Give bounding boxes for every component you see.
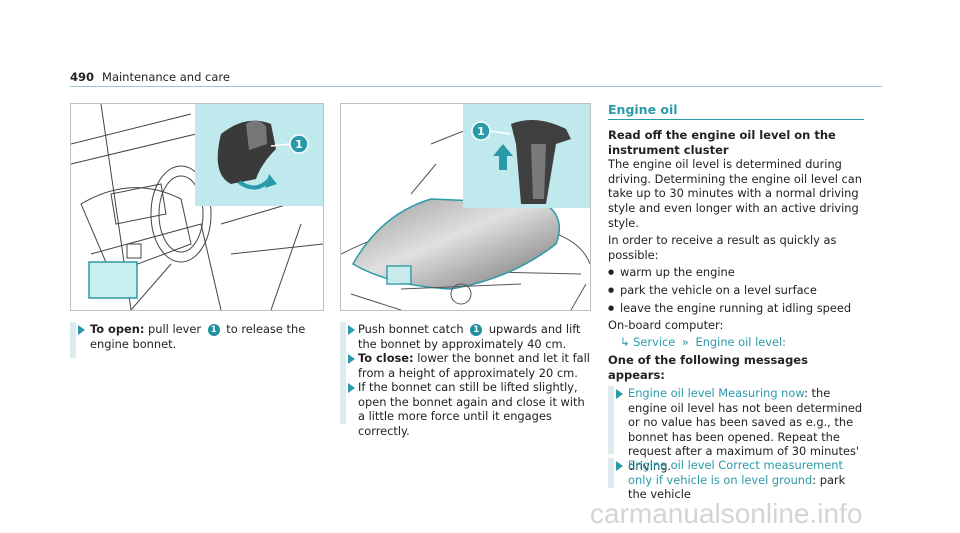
step-arrow-icon [348,383,355,393]
engine-oil-body: Read off the engine oil level on the ins… [608,128,866,383]
bullet-list: warm up the engine park the vehicle on a… [608,265,866,315]
menu-path: ↳ Service » Engine oil level: [608,335,866,350]
step-arrow-icon [348,354,355,364]
message-text: : park the vehicle [628,472,846,502]
bullet-item: warm up the engine [608,265,866,280]
page-header: 490 Maintenance and care [70,70,230,84]
message-link: Engine oil level Measuring now [628,386,805,400]
menu-path-level: Engine oil level: [695,334,787,349]
figure-bonnet-catch: 1 [340,103,591,311]
close-text: lower the bonnet and let it fall from a … [358,351,590,380]
car-front-illustration: 1 [341,104,590,310]
bullet-item: leave the engine running at idling speed [608,301,866,316]
onboard-label: On-board computer: [608,318,724,333]
section-title: Engine oil [608,102,678,117]
messages-heading: One of the following messages appears: [608,353,808,382]
push-text-a: Push bonnet catch [358,322,468,336]
page-section-title: Maintenance and care [102,70,230,84]
message-measuring-now: Engine oil level Measuring now: the engi… [628,386,866,474]
open-text-a: pull lever [144,322,205,336]
callout-badge: 1 [470,324,483,336]
step-arrow-icon [616,461,623,471]
message-bar [608,386,614,454]
step-bar [70,322,76,358]
page-number: 490 [70,70,95,84]
menu-entry-icon: ↳ [620,334,630,349]
message-level-ground: Engine oil level Correct measurement onl… [628,458,866,502]
menu-path-arrow-icon: » [681,334,689,349]
close-label: To close: [358,351,414,365]
step-bar [340,322,346,424]
message-text: : the engine oil level has not been dete… [628,386,863,473]
callout-badge: 1 [207,324,220,336]
step-arrow-icon [348,325,355,335]
relift-instruction: If the bonnet can still be lifted slight… [358,380,593,438]
step-arrow-icon [78,325,85,335]
determination-text: The engine oil level is determined durin… [608,157,862,230]
header-rule [70,86,882,87]
open-instruction: To open: pull lever 1 to release the eng… [90,322,324,351]
open-text-b: to release the engine bonnet. [90,322,306,351]
figure2-callout: 1 [477,125,485,138]
bullet-item: park the vehicle on a level surface [608,283,866,298]
push-catch-instruction: Push bonnet catch 1 upwards and lift the… [358,322,593,351]
relift-text: If the bonnet can still be lifted slight… [358,380,585,438]
figure-bonnet-lever: 1 [70,103,324,311]
open-label: To open: [90,322,145,336]
message-bar [608,458,614,488]
watermark: carmanualsonline.info [590,498,863,529]
subsection-heading: Read off the engine oil level on the ins… [608,128,836,157]
push-text-b: upwards and lift the bonnet by approxima… [358,322,581,351]
step-arrow-icon [616,389,623,399]
menu-path-service: Service [633,334,676,349]
message-link: Engine oil level Correct measurement onl… [628,458,843,487]
section-rule [608,119,864,120]
quick-result-text: In order to receive a result as quickly … [608,233,837,262]
figure1-callout: 1 [295,138,303,151]
interior-illustration: 1 [71,104,323,310]
close-instruction: To close: lower the bonnet and let it fa… [358,351,593,380]
